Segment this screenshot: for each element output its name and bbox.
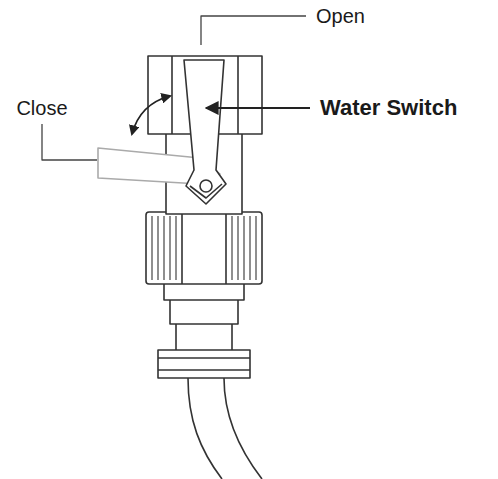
knurl-groove [243,216,244,280]
knurl-groove [237,216,238,280]
hose [224,378,262,479]
coupling-nut [152,216,256,280]
valve-body [148,56,262,214]
knurl-groove [249,216,250,280]
knurl-groove [157,216,158,280]
knurl-groove [231,216,232,280]
coupling-nut [225,212,227,284]
coupling-nut [146,212,262,284]
valve-body [237,56,239,134]
hose-fitting [158,357,250,359]
valve-body [171,56,173,134]
lever-open-position [184,60,226,204]
pointer-arrow [206,107,310,109]
state-label: Close [14,97,69,119]
hose-fitting [158,369,250,371]
valve-illustration [42,16,310,479]
knurl-groove [151,216,152,280]
hose-fitting [158,282,250,378]
hose [188,378,222,479]
leader-line [42,124,97,160]
knurl-groove [163,216,164,280]
part-label: Water Switch [318,96,459,120]
coupling-nut [146,212,262,284]
lever-open-position [200,180,212,192]
hose-fitting [176,322,232,352]
leader-line [201,16,306,45]
rotation-arrow [132,96,170,134]
knurl-groove [169,216,170,280]
hose-fitting [170,298,238,324]
coupling-nut [181,212,183,284]
hose-fitting [158,350,250,378]
knurl-groove [175,216,176,280]
lever-open-position [184,60,226,204]
hose [188,378,262,479]
state-label: Open [314,5,367,27]
knurl-groove [255,216,256,280]
